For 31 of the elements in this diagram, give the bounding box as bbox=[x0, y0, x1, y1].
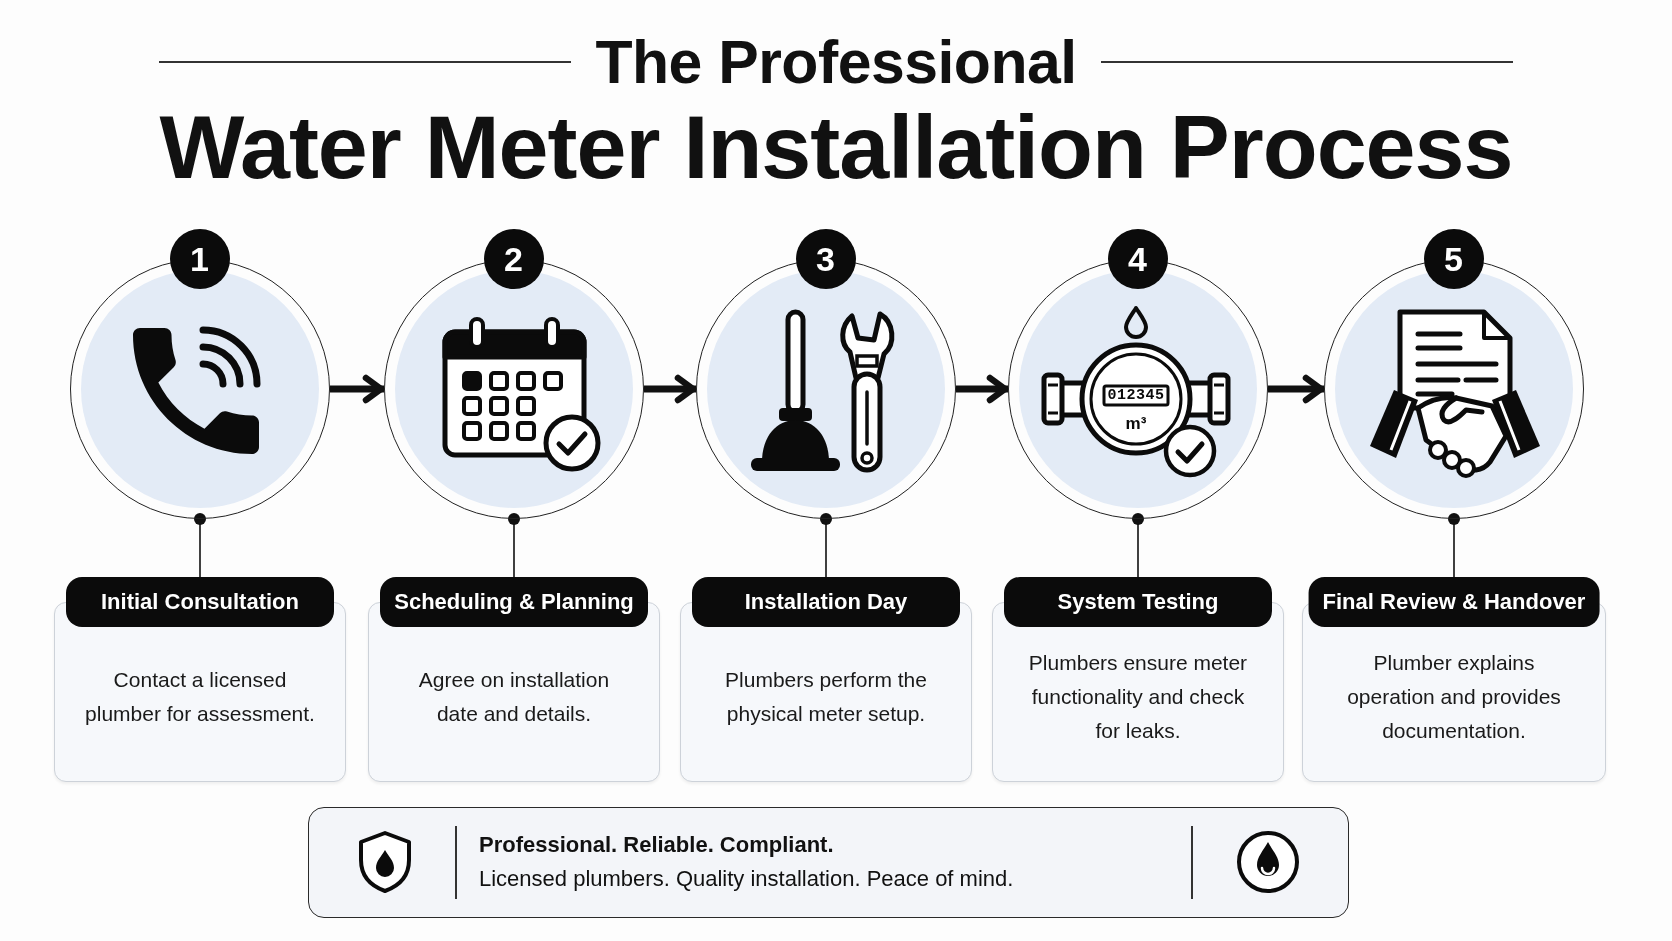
tagline-heading: Professional. Reliable. Compliant. bbox=[479, 831, 834, 859]
step-number: 5 bbox=[1423, 228, 1484, 289]
connector-line bbox=[820, 513, 832, 578]
connector-line bbox=[1448, 513, 1460, 578]
step-description: Agree on installation date and details. bbox=[417, 666, 611, 727]
title: The Professional Water Meter Installation Process bbox=[159, 26, 1513, 196]
step-description: Plumbers perform the physical meter setup. bbox=[724, 666, 928, 727]
unit-label: m³ bbox=[1125, 413, 1147, 433]
step-number: 4 bbox=[1107, 228, 1168, 289]
step-card bbox=[992, 577, 1284, 782]
meter-reading: 012345 bbox=[1107, 386, 1165, 404]
tagline-text: Licensed plumbers. Quality installation. Peace of mind. bbox=[479, 865, 1014, 893]
step-title: Final Review & Handover bbox=[1308, 577, 1600, 627]
step-title: Installation Day bbox=[692, 577, 960, 627]
step-title: Initial Consultation bbox=[66, 577, 334, 627]
step-description: Plumber explains operation and provides documentation. bbox=[1346, 649, 1562, 744]
connector-line bbox=[194, 513, 206, 578]
step-description: Plumbers ensure meter functionality and check for leaks. bbox=[1027, 649, 1249, 744]
step-number: 2 bbox=[483, 228, 544, 289]
step-card bbox=[54, 577, 346, 782]
step-description: Contact a licensed plumber for assessment. bbox=[84, 666, 316, 727]
connector-line bbox=[1132, 513, 1144, 578]
step-card bbox=[368, 577, 660, 782]
step-title: Scheduling & Planning bbox=[380, 577, 648, 627]
connector-line bbox=[508, 513, 520, 578]
step-number: 3 bbox=[795, 228, 856, 289]
step-number: 1 bbox=[169, 228, 230, 289]
step-card bbox=[1302, 577, 1606, 782]
step-title: System Testing bbox=[1004, 577, 1272, 627]
tagline-banner bbox=[308, 807, 1349, 918]
step-card bbox=[680, 577, 972, 782]
